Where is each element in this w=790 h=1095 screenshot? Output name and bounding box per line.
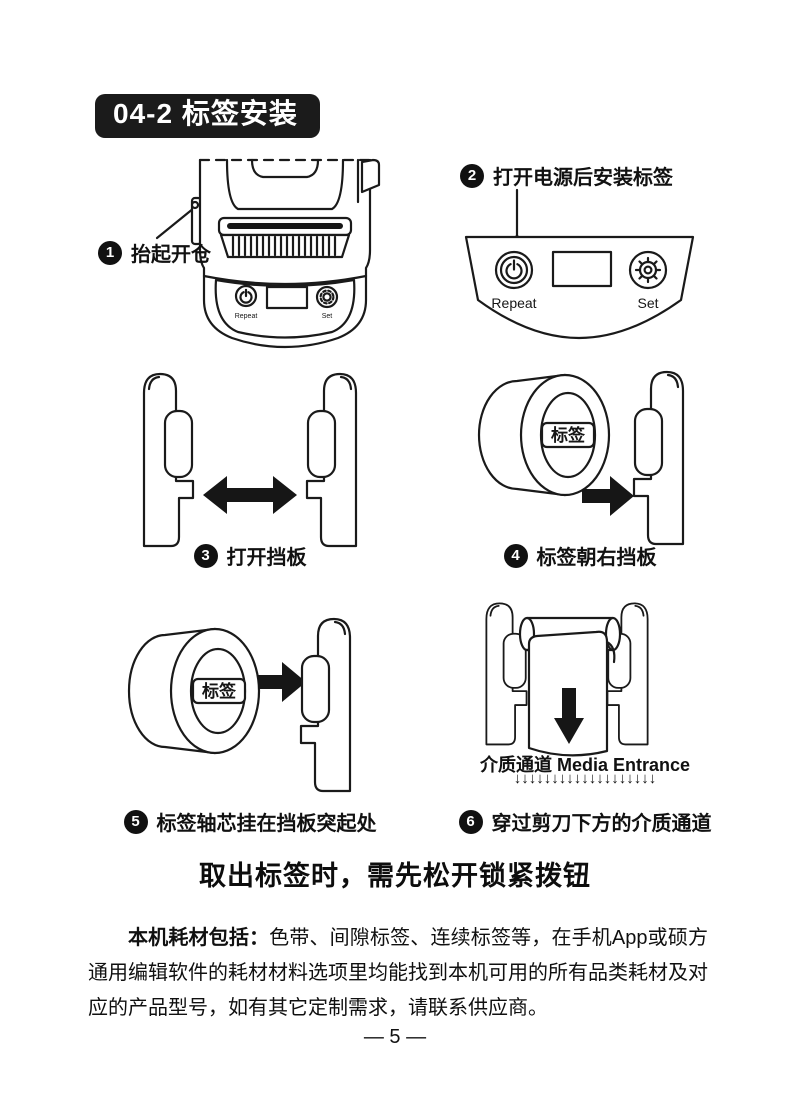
step1-label-row: 1 抬起开仓 (98, 238, 211, 267)
step6-label: 穿过剪刀下方的介质通道 (491, 813, 712, 835)
step5-label: 标签轴芯挂在挡板突起处 (156, 813, 377, 835)
media-entrance-label: 介质通道 Media Entrance (479, 755, 691, 775)
step2-label-row: 2 打开电源后安装标签 (460, 161, 673, 190)
media-feed-figure (485, 602, 649, 757)
paragraph-lead: 本机耗材包括： (128, 927, 270, 949)
paragraph-body: 色带、间隙标签、连续标签等，在手机App或硕方通用编辑软件的耗材材料选项里均能找… (88, 927, 709, 1019)
media-entrance-arrows: ↓↓↓↓↓↓↓↓↓↓↓↓↓↓↓↓↓↓↓ (513, 770, 657, 787)
control-panel-figure: Repeat Set (464, 235, 695, 340)
gear-icon (315, 285, 339, 309)
double-arrow-icon (203, 476, 297, 514)
step1-label: 抬起开仓 (131, 244, 211, 266)
printer-set-label: Set (322, 313, 333, 320)
page-number: — 5 — (363, 1026, 427, 1048)
step4-caption: 4 标签朝右挡板 (470, 541, 690, 570)
step6-caption: 6 穿过剪刀下方的介质通道 (455, 807, 715, 836)
down-arrow-icon (554, 688, 584, 744)
step1-badge: 1 (98, 240, 122, 265)
printer-power-label: Repeat (235, 313, 258, 320)
step2-label: 打开电源后安装标签 (493, 167, 673, 189)
display-screen (265, 285, 309, 310)
section-title: 04-2 标签安装 (95, 94, 320, 138)
power-icon (234, 284, 258, 308)
step2-badge: 2 (460, 163, 484, 188)
step4-label: 标签朝右挡板 (536, 547, 657, 569)
power-icon (494, 250, 534, 290)
roll-label-text: 标签 (202, 681, 237, 701)
panel-power-label: Repeat (491, 295, 536, 311)
roll-label-text: 标签 (551, 425, 586, 445)
step3-badge: 3 (193, 543, 218, 568)
roll-to-baffle-figure: 标签 (477, 370, 685, 546)
consumables-paragraph: 本机耗材包括：色带、间隙标签、连续标签等，在手机App或硕方通用编辑软件的耗材材… (88, 921, 708, 1026)
display-screen (551, 250, 613, 288)
step6-badge: 6 (458, 809, 483, 834)
open-baffles-figure (142, 372, 358, 548)
gear-icon (628, 250, 668, 290)
warning-heading: 取出标签时，需先松开锁紧拨钮 (199, 861, 591, 891)
step5-caption: 5 标签轴芯挂在挡板突起处 (105, 807, 395, 836)
panel-set-label: Set (637, 295, 658, 311)
step3-caption: 3 打开挡板 (135, 541, 365, 570)
right-arrow-icon (258, 662, 306, 702)
step5-badge: 5 (123, 809, 148, 834)
step4-badge: 4 (503, 543, 528, 568)
right-arrow-icon (582, 476, 634, 516)
printer-front-figure: Repeat Set (155, 158, 381, 349)
roll-core-figure: 标签 (127, 617, 352, 793)
step3-label: 打开挡板 (226, 547, 307, 569)
